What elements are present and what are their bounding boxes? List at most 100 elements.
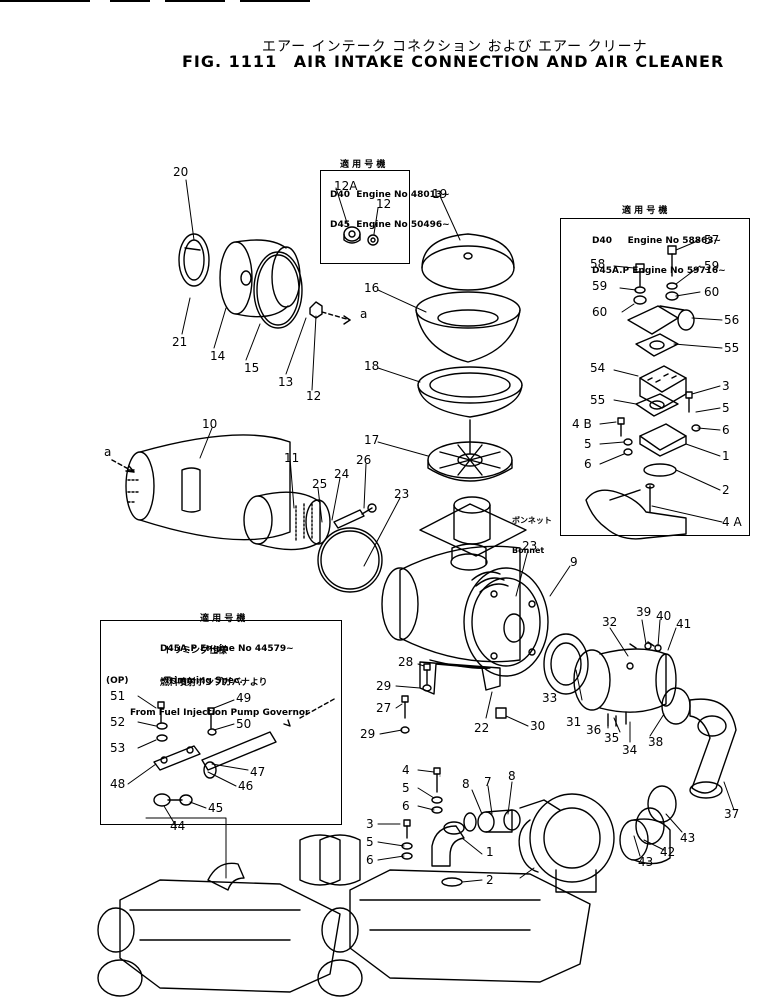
callout-40: 40 — [656, 609, 671, 623]
callout-29-top: 29 — [376, 679, 391, 693]
callout-46: 46 — [238, 779, 253, 793]
callout-2-right: 2 — [722, 483, 730, 497]
title-japanese: エアー インテーク コネクション および エアー クリーナ — [262, 39, 648, 55]
serial-note-jp: 適 用 号 機 — [622, 206, 668, 216]
callout-50: 50 — [236, 717, 251, 731]
o-ring-2-right — [643, 463, 677, 477]
trimming-nut-44-45 — [153, 793, 193, 807]
serial-note-12a: 適 用 号 機 D40 Engine No 48013~ D45 Engine … — [330, 140, 450, 240]
callout-12-box: 12 — [376, 197, 391, 211]
variant-box-right — [560, 218, 750, 536]
trimming-bolts-49-53 — [156, 701, 217, 742]
bolts-3-4b — [617, 391, 693, 437]
serial-note-line: D45A.P Engine No 59716~ — [592, 266, 726, 276]
gasket-ring-15 — [253, 251, 303, 329]
washer-12-part — [367, 234, 379, 246]
nut-12a-part — [343, 226, 361, 244]
gasket-33 — [543, 633, 589, 695]
callout-5: 5 — [402, 781, 410, 795]
air-cleaner-body-9 — [381, 543, 549, 677]
callout-9: 9 — [570, 555, 578, 569]
callout-6-right: 6 — [722, 423, 730, 437]
callout-14: 14 — [210, 349, 225, 363]
callout-23-right: 23 — [522, 539, 537, 553]
callout-10: 10 — [202, 417, 217, 431]
element-11 — [243, 491, 331, 551]
callout-36: 36 — [586, 723, 601, 737]
callout-a-left: a — [104, 445, 111, 459]
callout-29-bottom: 29 — [360, 727, 375, 741]
hoses-7-8 — [463, 809, 521, 833]
serial-note-line: D40 Engine No 58863~ — [592, 236, 722, 246]
callout-4b: 4 B — [572, 417, 592, 431]
trimming-spec-label: トリミング仕様 (OP)Trimming Spec. — [106, 626, 243, 696]
bolt-58 — [635, 263, 645, 287]
callout-6-b: 6 — [366, 853, 374, 867]
arrow-a-left — [111, 459, 135, 473]
callout-55-top: 55 — [724, 341, 739, 355]
callout-2-center: 2 — [486, 873, 494, 887]
figure-number: FIG. 1111 — [182, 52, 278, 71]
variant-box-12a — [320, 170, 410, 264]
callout-5-right-2: 5 — [584, 437, 592, 451]
callout-55-bottom: 55 — [590, 393, 605, 407]
element-10 — [125, 434, 291, 541]
trimming-en: Trimming Spec. — [164, 676, 243, 686]
callout-3-right: 3 — [722, 379, 730, 393]
callout-38: 38 — [648, 735, 663, 749]
serial-note-line: D40 Engine No 48013~ — [330, 190, 450, 200]
callout-49: 49 — [236, 691, 251, 705]
callout-45: 45 — [208, 801, 223, 815]
nut-12 — [309, 301, 351, 325]
callout-5-b: 5 — [366, 835, 374, 849]
callout-12a-box: 12A — [334, 179, 358, 193]
hose-42 — [619, 818, 671, 865]
callout-6-right-2: 6 — [584, 457, 592, 471]
washers-5-6-right — [623, 424, 701, 456]
gasket-55 — [635, 333, 679, 357]
callout-48: 48 — [110, 777, 125, 791]
governor-arrow — [283, 697, 337, 727]
bonnet-jp: ボンネット — [512, 516, 552, 525]
callout-a-top: a — [360, 307, 367, 321]
figure-title-english: AIR INTAKE CONNECTION AND AIR CLEANER — [293, 52, 725, 71]
callout-34: 34 — [622, 743, 637, 757]
governor-label: 燃料噴射ポンプガバナより From Fuel Injection Pump Go… — [130, 658, 310, 728]
serial-note-jp: 適 用 号 機 — [340, 160, 386, 170]
serial-note-left: 適 用 号 機 D45A.P Engine No 44579~ — [160, 594, 294, 664]
callout-25: 25 — [312, 477, 327, 491]
trimming-rod-47 — [201, 731, 277, 779]
trimming-bracket-48 — [153, 745, 201, 771]
callout-59-left: 59 — [592, 279, 607, 293]
callout-35: 35 — [604, 731, 619, 745]
callout-58: 58 — [590, 257, 605, 271]
callout-59-right: 59 — [704, 259, 719, 273]
callout-24: 24 — [334, 467, 349, 481]
figure-title: FIG. 1111 AIR INTAKE CONNECTION AND AIR … — [182, 52, 734, 71]
precleaner-band-20 — [178, 233, 210, 287]
callout-4: 4 — [402, 763, 410, 777]
callout-11: 11 — [284, 451, 299, 465]
turbocharger — [518, 793, 615, 893]
callout-1-center: 1 — [486, 845, 494, 859]
callout-6: 6 — [402, 799, 410, 813]
callout-13: 13 — [278, 375, 293, 389]
trimming-jp: トリミング仕様 — [164, 646, 228, 656]
elbow-1-center — [431, 821, 465, 867]
callout-19: 19 — [432, 187, 447, 201]
callout-23-left: 23 — [394, 487, 409, 501]
pipe-31 — [573, 648, 677, 713]
callout-26: 26 — [356, 453, 371, 467]
callout-16: 16 — [364, 281, 379, 295]
callout-53: 53 — [110, 741, 125, 755]
engine-block-left — [97, 834, 341, 997]
governor-en: From Fuel Injection Pump Governor — [130, 708, 310, 718]
manifold-sketch-right — [585, 483, 687, 540]
cap-19 — [421, 233, 515, 291]
callout-47: 47 — [250, 765, 265, 779]
clamp-bolt-26 — [333, 503, 377, 529]
bolt-57 — [667, 245, 677, 277]
vane-17 — [427, 419, 513, 482]
precleaner-cap-14 — [219, 239, 301, 318]
